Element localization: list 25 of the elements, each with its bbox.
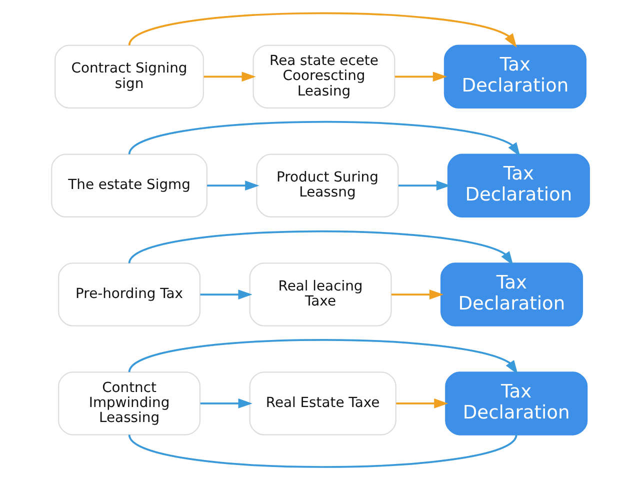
node-box: The estate Sigmg <box>50 154 208 218</box>
node-box: Product Suring Leassng <box>256 154 398 218</box>
arrow <box>398 180 450 191</box>
arrow <box>200 290 252 300</box>
arrow <box>200 398 252 408</box>
arrow <box>396 398 448 408</box>
arrow <box>128 230 513 266</box>
node-box: Contract Signing sign <box>54 44 204 109</box>
node-box: Real leacing Taxe <box>248 262 392 326</box>
arrow <box>394 72 447 82</box>
node-box: Contnct Impwinding Leassing <box>58 372 200 436</box>
node-box: Tax Declaration <box>443 44 586 109</box>
arrow <box>206 180 259 191</box>
node-box: Tax Declaration <box>440 262 582 326</box>
node-box: Tax Declaration <box>446 154 590 218</box>
node-box: Tax Declaration <box>444 372 588 436</box>
arrow <box>128 339 518 374</box>
arrow <box>128 121 520 157</box>
connector <box>128 434 517 468</box>
node-box: Real Estate Taxe <box>248 372 396 436</box>
node-box: Pre-hording Tax <box>58 262 200 326</box>
arrow <box>390 290 444 300</box>
arrow <box>203 72 256 82</box>
arrow <box>128 12 516 48</box>
node-box: Rea state ecete Coorescting Leasing <box>252 44 395 109</box>
